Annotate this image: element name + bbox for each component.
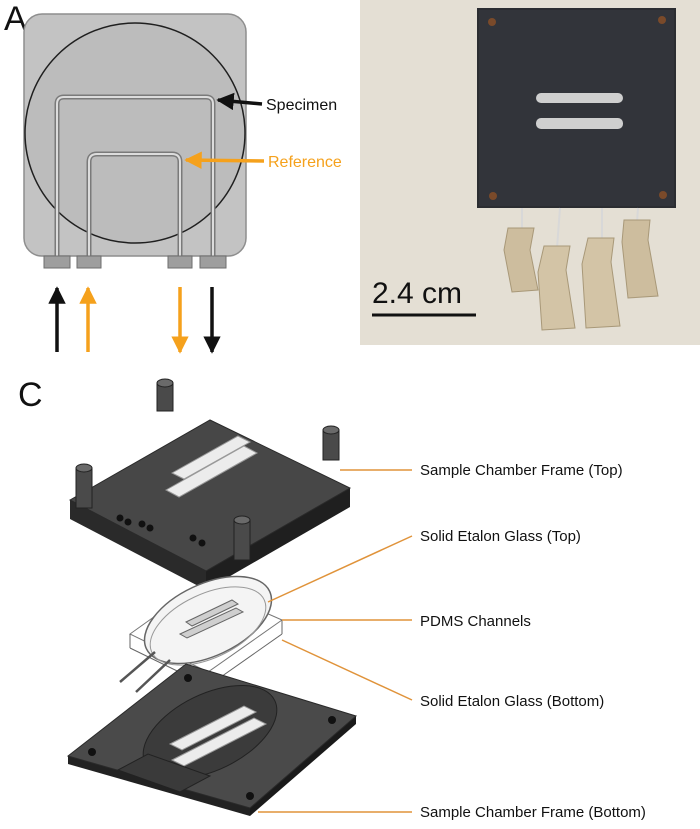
- photo-needle-hubs: [503, 207, 659, 331]
- label-frame-bottom: Sample Chamber Frame (Bottom): [420, 804, 646, 821]
- label-glass-bottom: Solid Etalon Glass (Bottom): [420, 693, 604, 710]
- port-left-a: [43, 255, 71, 269]
- screw-icon: [75, 463, 93, 509]
- specimen-pointer-arrow: [216, 92, 263, 111]
- panel-letter-a: A: [4, 0, 27, 38]
- photo-screw-icon: [488, 18, 496, 26]
- bottom-frame: [66, 663, 358, 816]
- photo-screw-icon: [659, 191, 667, 199]
- photo-screw-icon: [489, 192, 497, 200]
- port-left-b: [76, 255, 102, 269]
- port-right-b: [199, 255, 227, 269]
- panel-c-exploded-view: Sample Chamber Frame (Top) Solid Etalon …: [66, 378, 646, 821]
- top-frame: [68, 378, 352, 590]
- panel-b-photo: 2.4 cm: [360, 0, 700, 345]
- screw-icon: [233, 515, 251, 561]
- leader-glass-bottom: [281, 639, 413, 701]
- leader-glass-top: [267, 535, 413, 603]
- label-glass-top: Solid Etalon Glass (Top): [420, 528, 581, 545]
- scale-bar-label: 2.4 cm: [372, 277, 462, 310]
- chamber-glass-disc: [24, 22, 246, 244]
- specimen-label: Specimen: [266, 97, 337, 114]
- photo-slot-top: [536, 93, 623, 103]
- label-pdms: PDMS Channels: [420, 613, 531, 630]
- reference-label: Reference: [268, 154, 342, 171]
- port-right-a: [167, 255, 193, 269]
- screw-icon: [322, 425, 340, 461]
- panel-a-schematic: Specimen Reference: [23, 13, 342, 354]
- etalon-glass-assembly: [119, 575, 284, 699]
- panel-letter-c: C: [18, 376, 43, 414]
- photo-screw-icon: [658, 16, 666, 24]
- reference-pointer-arrow: [184, 151, 265, 169]
- label-frame-top: Sample Chamber Frame (Top): [420, 462, 623, 479]
- screw-icon: [156, 378, 174, 412]
- photo-slot-bottom: [536, 118, 623, 129]
